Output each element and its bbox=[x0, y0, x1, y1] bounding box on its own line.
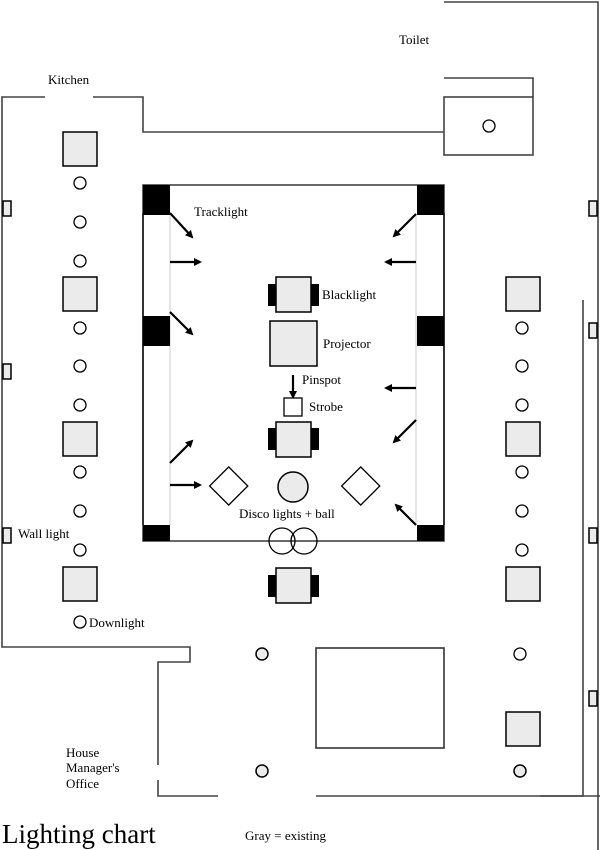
downlight bbox=[73, 215, 87, 229]
projector-fixture bbox=[269, 320, 318, 367]
ceiling-square bbox=[505, 421, 541, 457]
disco-light-right bbox=[340, 465, 381, 507]
disco-spot bbox=[268, 527, 296, 555]
arrow-icon bbox=[392, 213, 417, 238]
disco-light-left bbox=[208, 465, 249, 507]
label-downlight: Downlight bbox=[89, 615, 145, 630]
downlight bbox=[513, 647, 527, 661]
tracklight-block bbox=[143, 316, 170, 346]
center-fixtures bbox=[208, 276, 381, 604]
tracklight-block bbox=[417, 185, 444, 215]
downlight bbox=[515, 504, 529, 518]
arrow-icon bbox=[169, 439, 194, 464]
right-column-fixtures bbox=[505, 200, 598, 778]
ceiling-square bbox=[505, 566, 541, 602]
tracklight-block bbox=[143, 525, 170, 541]
downlight bbox=[515, 398, 529, 412]
wall-toilet-top bbox=[444, 77, 534, 97]
wall-kitchen-right bbox=[93, 96, 444, 133]
wall-light bbox=[2, 527, 12, 544]
downlight-existing bbox=[255, 764, 269, 778]
wall-right-lower bbox=[540, 300, 584, 797]
label-blacklight: Blacklight bbox=[322, 287, 377, 302]
room-label-office-3: Office bbox=[66, 776, 99, 791]
wall-kitchen-left bbox=[1, 96, 191, 765]
room-label-toilet: Toilet bbox=[399, 32, 430, 47]
wall-light bbox=[2, 363, 12, 380]
left-column-fixtures bbox=[2, 131, 98, 629]
room-label-office-1: House bbox=[66, 745, 99, 760]
wall-toilet-outer bbox=[444, 1, 599, 850]
ceiling-square bbox=[505, 276, 541, 312]
disco-spot bbox=[290, 527, 318, 555]
blacklight-tube bbox=[268, 428, 276, 450]
arrow-icon bbox=[169, 212, 194, 239]
ceiling-square bbox=[62, 276, 98, 312]
label-disco: Disco lights + ball bbox=[239, 506, 335, 521]
downlight bbox=[73, 359, 87, 373]
legend-text: Gray = existing bbox=[245, 828, 326, 843]
toilet-room bbox=[443, 96, 534, 156]
wall-light bbox=[2, 200, 12, 217]
downlight bbox=[73, 465, 87, 479]
label-strobe: Strobe bbox=[309, 399, 343, 414]
blacklight-tube bbox=[268, 284, 276, 306]
strobe-fixture bbox=[283, 397, 303, 417]
arrow-icon bbox=[169, 311, 194, 336]
ceiling-square bbox=[62, 131, 98, 167]
ceiling-square bbox=[505, 711, 541, 747]
label-projector: Projector bbox=[323, 336, 371, 351]
downlight bbox=[73, 615, 87, 629]
room-label-kitchen: Kitchen bbox=[48, 72, 90, 87]
downlight bbox=[73, 321, 87, 335]
wall-light bbox=[588, 322, 598, 339]
wall-light bbox=[588, 690, 598, 707]
room-label-office-2: Manager's bbox=[66, 760, 120, 775]
disco-ball bbox=[277, 471, 309, 503]
wall-office-bottom bbox=[157, 780, 218, 797]
downlight-existing bbox=[513, 764, 527, 778]
ceiling-square bbox=[62, 566, 98, 602]
blacklight-tube bbox=[268, 575, 276, 597]
downlight bbox=[73, 176, 87, 190]
blacklight-fixture bbox=[275, 567, 312, 604]
downlight bbox=[515, 465, 529, 479]
label-pinspot: Pinspot bbox=[302, 372, 341, 387]
tracklight-block bbox=[417, 525, 444, 541]
chart-title: Lighting chart bbox=[2, 819, 156, 849]
tracklight-block bbox=[417, 316, 444, 346]
downlight bbox=[515, 543, 529, 557]
blacklight-fixture bbox=[275, 421, 312, 458]
toilet-downlight bbox=[482, 119, 496, 133]
blacklight-tube bbox=[311, 428, 319, 450]
label-tracklight: Tracklight bbox=[194, 204, 248, 219]
label-wall-light: Wall light bbox=[18, 526, 70, 541]
arrow-icon bbox=[394, 503, 417, 526]
downlight bbox=[73, 504, 87, 518]
wall-light bbox=[588, 200, 598, 217]
blacklight-tube bbox=[311, 575, 319, 597]
blacklight-tube bbox=[311, 284, 319, 306]
tracklight-block bbox=[143, 185, 170, 215]
blacklight-fixture bbox=[275, 276, 312, 313]
downlight-existing bbox=[255, 647, 269, 661]
downlight bbox=[515, 321, 529, 335]
downlight bbox=[515, 359, 529, 373]
wall-light bbox=[588, 527, 598, 544]
downlight bbox=[73, 398, 87, 412]
tracklight-arrows bbox=[169, 212, 417, 526]
arrow-icon bbox=[392, 419, 417, 444]
downlight bbox=[73, 254, 87, 268]
bar-counter bbox=[315, 647, 445, 749]
bottom-area bbox=[255, 647, 445, 778]
ceiling-square bbox=[62, 421, 98, 457]
downlight bbox=[73, 543, 87, 557]
